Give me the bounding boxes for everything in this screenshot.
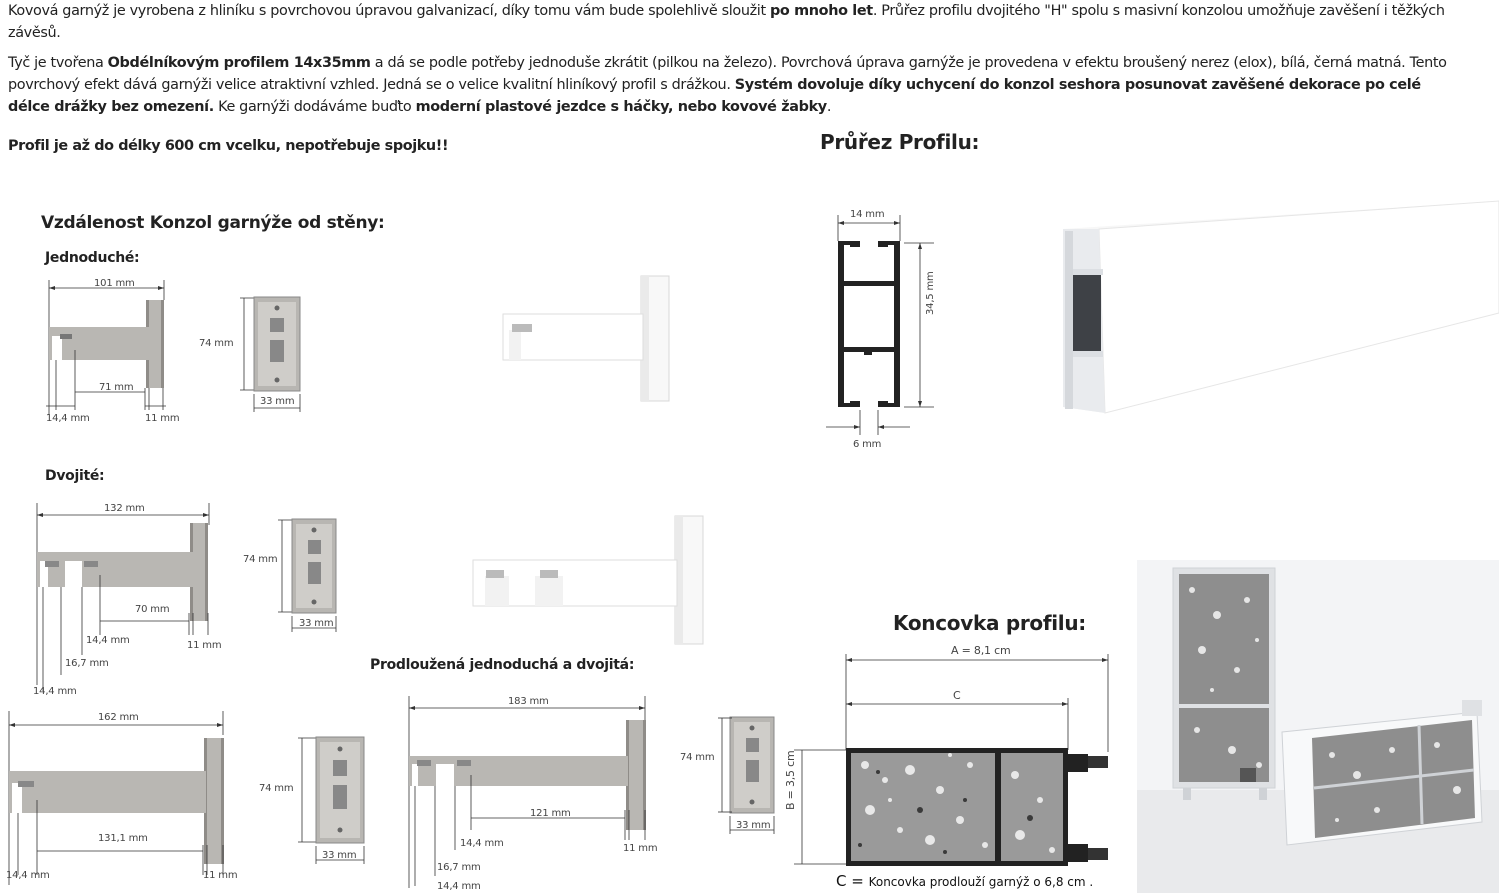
ext-dim-183: 183 mm: [508, 696, 549, 707]
profile-dim-14: 14 mm: [850, 209, 885, 220]
cap-dim-a: A = 8,1 cm: [951, 644, 1011, 657]
cross-section-heading: Průřez Profilu:: [820, 130, 980, 154]
ext-plate2-dim-33: 33 mm: [736, 820, 771, 831]
single-plate-dim-74: 74 mm: [199, 338, 234, 349]
double-plate-dim-33: 33 mm: [299, 618, 334, 629]
extended-plate-drawing-1: [298, 736, 365, 864]
end-cap-photo: [1137, 560, 1499, 893]
ext-dim-11: 11 mm: [203, 870, 238, 881]
ext-dim-162: 162 mm: [98, 712, 139, 723]
intro-note: Profil je až do délky 600 cm vcelku, nep…: [8, 138, 449, 154]
cap-dim-b: B = 3,5 cm: [784, 750, 797, 810]
double-dim-144: 14,4 mm: [86, 635, 130, 646]
end-cap-heading: Koncovka profilu:: [893, 611, 1086, 635]
single-white-bracket: [502, 275, 670, 402]
double-heading: Dvojité:: [45, 468, 105, 484]
double-dim-144b: 14,4 mm: [33, 686, 77, 697]
single-bracket-drawing: [46, 280, 166, 415]
double-plate-dim-74: 74 mm: [243, 554, 278, 565]
single-dim-11: 11 mm: [145, 413, 180, 424]
intro-paragraph-1: Kovová garnýž je vyrobena z hliníku s po…: [8, 3, 1445, 41]
profile-dim-6: 6 mm: [853, 439, 882, 450]
ext-plate-dim-74: 74 mm: [259, 783, 294, 794]
double-dim-11: 11 mm: [187, 640, 222, 651]
profile-dim-345: 34,5 mm: [925, 271, 936, 315]
single-plate-drawing: [240, 296, 301, 412]
extended-single-drawing: [8, 711, 224, 885]
double-white-bracket: [472, 515, 704, 645]
cap-note: C = Koncovka prodlouží garnýž o 6,8 cm .: [836, 872, 1094, 890]
intro-paragraph-2: Tyč je tvořena Obdélníkovým profilem 14x…: [8, 55, 1447, 115]
single-heading: Jednoduché:: [45, 250, 140, 266]
ext-dim-144: 14,4 mm: [6, 870, 50, 881]
extended-double-drawing: [408, 696, 646, 888]
double-bracket-drawing: [36, 503, 210, 691]
ext-plate2-dim-74: 74 mm: [680, 752, 715, 763]
ext-dim-121: 121 mm: [530, 808, 571, 819]
single-dim-71: 71 mm: [99, 382, 134, 393]
double-plate-drawing: [278, 518, 337, 632]
double-dim-167: 16,7 mm: [65, 658, 109, 669]
ext-dim-1311: 131,1 mm: [98, 833, 148, 844]
ext-plate-dim-33: 33 mm: [322, 850, 357, 861]
single-plate-dim-33: 33 mm: [260, 396, 295, 407]
extended-heading: Prodloužená jednoduchá a dvojitá:: [370, 657, 635, 673]
single-dim-101: 101 mm: [94, 278, 135, 289]
ext-dim-144c: 14,4 mm: [437, 881, 481, 892]
profile-render: [1063, 200, 1499, 414]
profile-cross-section: [826, 215, 934, 435]
ext-dim-167: 16,7 mm: [437, 862, 481, 873]
extended-plate-drawing-2: [718, 716, 775, 834]
ext-dim-144b: 14,4 mm: [460, 838, 504, 849]
double-dim-70: 70 mm: [135, 604, 170, 615]
single-dim-144: 14,4 mm: [46, 413, 90, 424]
double-dim-132: 132 mm: [104, 503, 145, 514]
end-cap-drawing: [794, 654, 1109, 866]
bracket-distance-heading: Vzdálenost Konzol garnýže od stěny:: [41, 213, 385, 233]
cap-dim-c: C: [953, 689, 961, 702]
ext-dim-11b: 11 mm: [623, 843, 658, 854]
